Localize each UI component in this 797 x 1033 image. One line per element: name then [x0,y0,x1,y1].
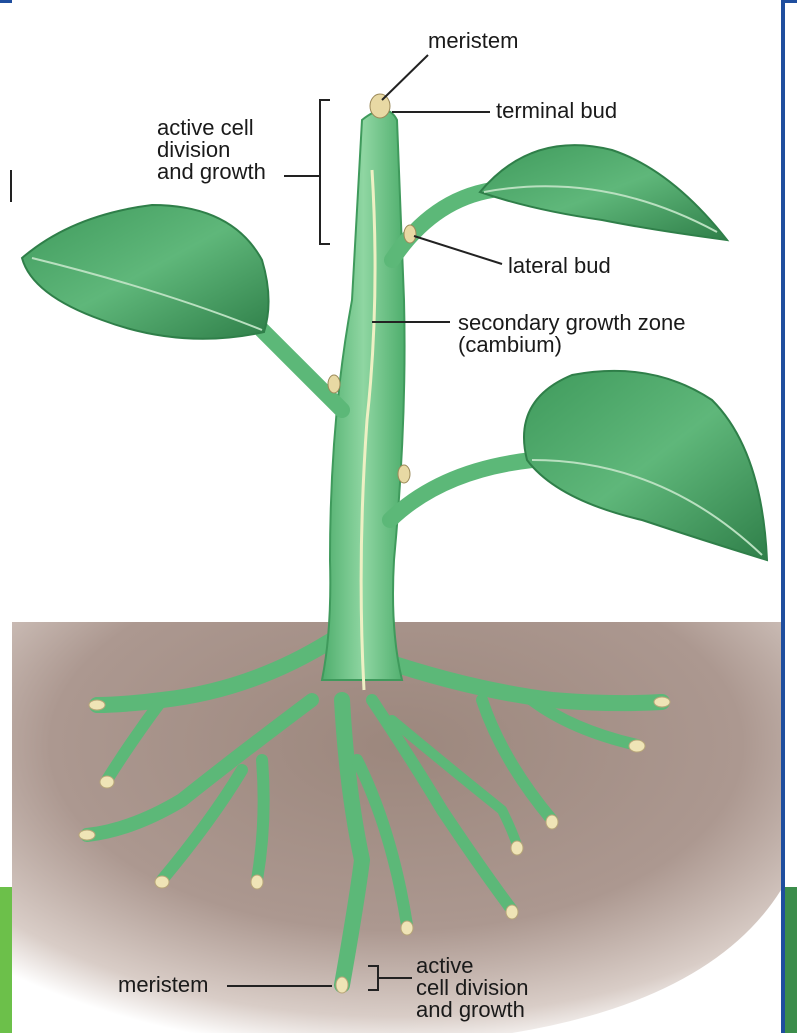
plant-illustration [12,0,781,1033]
label-meristem-root: meristem [118,974,208,996]
active-top-line-3: and growth [157,161,266,183]
secondary-line-1: secondary growth zone [458,312,685,334]
leaf-lower-right [524,371,767,560]
label-active-cell-top: active cell division and growth [157,117,266,183]
label-secondary-growth: secondary growth zone (cambium) [458,312,685,356]
leaf-upper-right [480,145,727,240]
frame-right-border [781,0,785,1033]
label-active-cell-root: active cell division and growth [416,955,529,1021]
active-root-line-1: active [416,955,529,977]
active-top-line-2: division [157,139,266,161]
secondary-line-2: (cambium) [458,334,685,356]
terminal-bud-shape [370,94,390,118]
label-lateral-bud: lateral bud [508,255,611,277]
right-green-edge [785,887,797,1033]
active-root-line-2: cell division [416,977,529,999]
label-terminal-bud: terminal bud [496,100,617,122]
plant-diagram: meristem terminal bud active cell divisi… [12,0,781,1033]
active-top-line-1: active cell [157,117,266,139]
active-root-line-3: and growth [416,999,529,1021]
label-meristem-top: meristem [428,30,518,52]
left-green-edge [0,887,12,1033]
